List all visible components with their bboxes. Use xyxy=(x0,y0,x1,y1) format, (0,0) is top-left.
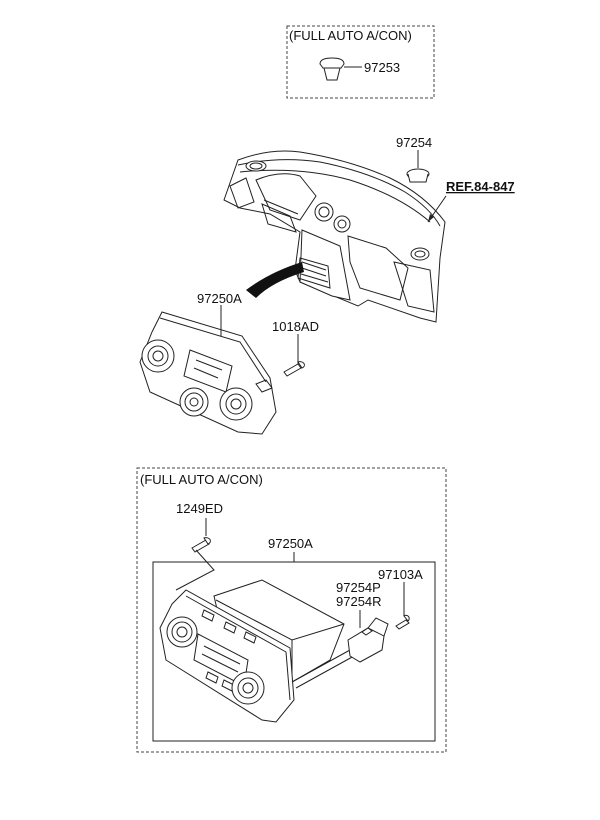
bottom-option-title: (FULL AUTO A/CON) xyxy=(140,472,263,487)
part-97254R-label: 97254R xyxy=(336,594,382,609)
part-1018AD-label: 1018AD xyxy=(272,319,319,334)
part-97103A-label: 97103A xyxy=(378,567,423,582)
part-97254P-label: 97254P xyxy=(336,580,381,595)
top-option-border xyxy=(286,25,435,99)
clip-97254-drawing xyxy=(406,150,430,183)
auto-control-drawing xyxy=(159,579,355,723)
part-97250A-label: 97250A xyxy=(197,291,242,306)
ref-pointer xyxy=(427,195,447,223)
part-97250A-auto-label: 97250A xyxy=(268,536,313,551)
part-97253-label: 97253 xyxy=(364,60,400,75)
screw-97103A-drawing xyxy=(395,582,410,630)
part-1249ED-label: 1249ED xyxy=(176,501,223,516)
screw-1249ED-drawing xyxy=(175,518,215,591)
bottom-option-border xyxy=(136,467,447,753)
sensor-drawing xyxy=(347,610,389,663)
location-pointer xyxy=(246,262,304,298)
screw-1018AD-drawing xyxy=(283,334,305,377)
top-option-box: (FULL AUTO A/CON) 97253 xyxy=(286,25,435,99)
part-97254-label: 97254 xyxy=(396,135,432,150)
top-option-title: (FULL AUTO A/CON) xyxy=(289,28,412,43)
clip-97253-drawing xyxy=(319,57,362,81)
bottom-option-box: (FULL AUTO A/CON) 1249ED 97250A xyxy=(136,467,447,753)
dash-panel-drawing xyxy=(223,150,446,323)
inner-assembly-border xyxy=(152,561,436,742)
ref-label: REF.84-847 xyxy=(446,179,515,194)
manual-control-drawing xyxy=(139,311,277,435)
